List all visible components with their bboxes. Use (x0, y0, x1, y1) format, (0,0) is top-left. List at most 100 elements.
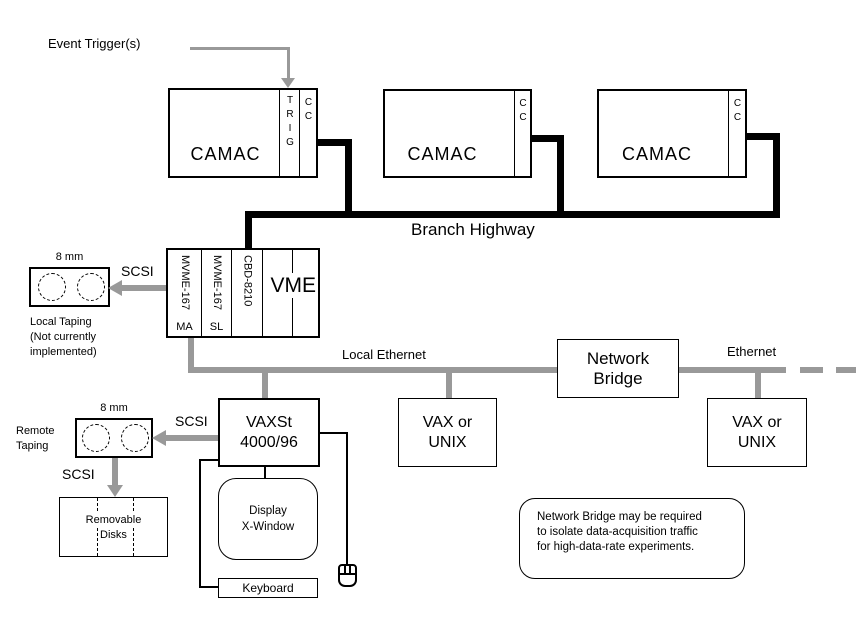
vax-unix-line1: VAX or (422, 413, 473, 431)
vme-slot-mvme167-ma: MVME-167 MA (168, 250, 201, 336)
event-trigger-line-horizontal (190, 47, 290, 50)
mouse-buttons-icon (340, 566, 355, 575)
local-taping-caption-1: Local Taping (30, 316, 92, 328)
removable-disks-line1: Removable (83, 513, 144, 528)
remote-scsi-arrowhead-icon (152, 430, 166, 446)
vme-slot2-label: MVME-167 (211, 255, 223, 311)
network-bridge-line2: Bridge (593, 368, 643, 388)
network-bridge-box: Network Bridge (557, 339, 679, 398)
vme-crate-box: MVME-167 MA MVME-167 SL CBD-8210 VME (166, 248, 320, 338)
vme-slot-cbd8210: CBD-8210 (231, 250, 262, 336)
disk-scsi-label: SCSI (62, 466, 95, 482)
note-box: Network Bridge may be required to isolat… (519, 498, 745, 579)
camac-3-bus-link-horizontal (746, 133, 780, 140)
vaxst-box: VAXSt 4000/96 (218, 398, 320, 467)
keyboard-box: Keyboard (218, 578, 318, 598)
camac-3-cc-slot: CC (728, 91, 745, 176)
camac-crate-1-title: CAMAC (190, 144, 261, 165)
removable-disks-line2: Disks (98, 528, 129, 543)
vme-slot2-tag: SL (209, 321, 224, 333)
remote-scsi-label: SCSI (175, 413, 208, 429)
camac-3-bus-link-vertical (773, 133, 780, 218)
camac-1-bus-link-horizontal (317, 139, 352, 146)
camac-crate-2-title: CAMAC (407, 144, 478, 165)
vme-title: VME (269, 273, 317, 299)
cc-slot-label: CC (732, 98, 743, 126)
tape-reel-icon (38, 273, 66, 301)
mouse-icon (338, 564, 357, 587)
cc-slot-label: CC (303, 97, 314, 125)
branch-highway-vme-drop (245, 218, 252, 248)
remote-tape-drive-box (75, 418, 153, 458)
note-line2: to isolate data-acquisition traffic (537, 526, 698, 538)
event-trigger-arrowhead-icon (281, 78, 295, 88)
ethernet-label: Ethernet (727, 344, 777, 359)
event-trigger-line-vertical (287, 47, 290, 78)
vaxst-line2: 4000/96 (240, 433, 298, 451)
removable-disks-label: Removable Disks (60, 513, 167, 543)
removable-disks-box: Removable Disks (59, 497, 168, 557)
disk-scsi-arrow-bar (112, 458, 118, 486)
keyboard-wire-horizontal (199, 459, 218, 461)
branch-highway-line (245, 211, 780, 218)
tape-reel-icon (121, 424, 149, 452)
mouse-wire-horizontal (320, 432, 348, 434)
disk-scsi-arrowhead-icon (107, 485, 123, 497)
remote-scsi-arrow-bar (166, 435, 218, 441)
keyboard-wire-vertical (199, 459, 201, 588)
local-taping-caption-3: implemented) (30, 346, 97, 358)
keyboard-wire-horizontal (199, 586, 218, 588)
camac-2-bus-link-horizontal (531, 135, 564, 142)
vax-right-ethernet-drop (755, 371, 761, 398)
remote-taping-caption-2: Taping (16, 440, 49, 452)
vax-unix-line1: VAX or (732, 413, 782, 431)
camac-1-cc-slot: CC (299, 90, 316, 176)
trig-slot-label: TRIG (284, 95, 296, 151)
local-scsi-arrowhead-icon (108, 280, 122, 296)
vax-unix-remote-box: VAX or UNIX (707, 398, 807, 467)
mouse-wire-vertical (346, 432, 348, 565)
vaxst-line1: VAXSt (246, 413, 292, 431)
vax-mid-ethernet-drop (446, 371, 452, 398)
camac-2-bus-link-vertical (557, 135, 564, 218)
camac-crate-3-box: CAMAC CC (597, 89, 747, 178)
note-line3: for high-data-rate experiments. (537, 541, 695, 553)
event-trigger-label: Event Trigger(s) (48, 36, 141, 51)
note-text: Network Bridge may be required to isolat… (537, 510, 702, 555)
display-line2: X-Window (241, 521, 295, 533)
cc-slot-label: CC (517, 98, 529, 126)
ethernet-dash (800, 367, 823, 373)
vme-slot3-label: CBD-8210 (241, 255, 254, 307)
local-tape-size-label: 8 mm (55, 251, 84, 263)
vme-slot1-tag: MA (176, 321, 193, 333)
local-tape-drive-box (29, 267, 110, 307)
vme-slot1-label: MVME-167 (179, 255, 191, 311)
local-ethernet-line (188, 367, 557, 373)
ethernet-dash (836, 367, 856, 373)
vax-unix-local-box: VAX or UNIX (398, 398, 497, 467)
camac-2-cc-slot: CC (514, 91, 530, 176)
local-ethernet-label: Local Ethernet (342, 347, 426, 362)
vme-slot-divider (262, 250, 263, 336)
local-scsi-label: SCSI (121, 263, 154, 279)
camac-trig-slot: TRIG (279, 90, 299, 176)
camac-crate-3-title: CAMAC (621, 144, 692, 165)
camac-crate-2-box: CAMAC CC (383, 89, 532, 178)
display-wire (264, 467, 266, 478)
camac-crate-1-box: CAMAC TRIG CC (168, 88, 318, 178)
ethernet-line (679, 367, 786, 373)
display-line1: Display (249, 505, 287, 517)
local-scsi-arrow-bar (122, 285, 166, 291)
note-line1: Network Bridge may be required (537, 511, 702, 523)
display-xwindow-box: Display X-Window (218, 478, 318, 560)
branch-highway-label: Branch Highway (411, 220, 535, 239)
vax-unix-line2: UNIX (737, 433, 777, 451)
network-bridge-line1: Network (586, 348, 650, 368)
vme-slot-mvme167-sl: MVME-167 SL (201, 250, 231, 336)
keyboard-label: Keyboard (242, 581, 294, 595)
vax-unix-line2: UNIX (428, 433, 467, 451)
vaxst-ethernet-drop (262, 371, 268, 398)
remote-tape-size-label: 8 mm (100, 402, 128, 414)
local-taping-caption-2: (Not currently (30, 331, 97, 343)
